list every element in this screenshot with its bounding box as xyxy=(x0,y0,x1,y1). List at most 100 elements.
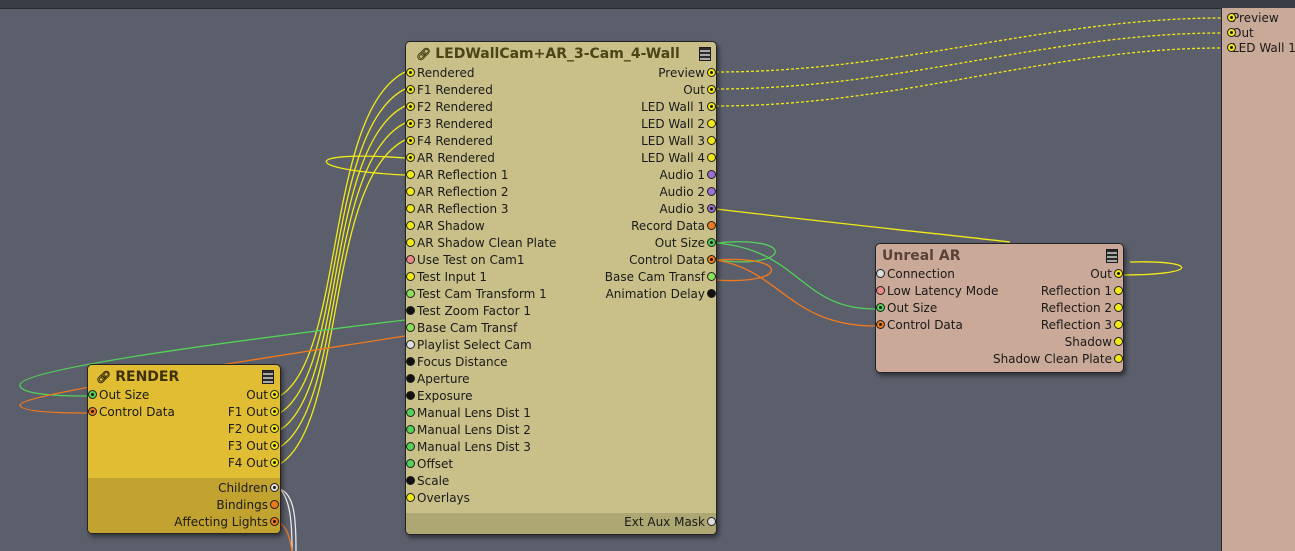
input-low-latency-mode: Low Latency Mode xyxy=(876,283,1007,300)
port-led-wall-1[interactable] xyxy=(707,102,716,111)
port-label: Record Data xyxy=(631,219,705,233)
port-manual-lens-dist-1[interactable] xyxy=(406,408,415,417)
port-affecting-lights[interactable] xyxy=(270,517,279,526)
port-f2-rendered[interactable] xyxy=(406,102,415,111)
port-base-cam-transf[interactable] xyxy=(406,323,415,332)
top-bar xyxy=(0,0,1295,9)
port-control-data[interactable] xyxy=(707,255,716,264)
port-out[interactable] xyxy=(707,85,716,94)
port-animation-delay[interactable] xyxy=(707,289,716,298)
hamburger-menu-icon[interactable] xyxy=(699,47,711,61)
port-ar-shadow[interactable] xyxy=(406,221,415,230)
port-audio-1[interactable] xyxy=(707,170,716,179)
port-label: Base Cam Transf xyxy=(417,321,518,335)
port-out[interactable] xyxy=(1227,28,1236,37)
port-control-data[interactable] xyxy=(876,320,885,329)
port-label: Control Data xyxy=(99,405,175,419)
hamburger-menu-icon[interactable] xyxy=(1106,249,1118,263)
port-label: Overlays xyxy=(417,491,470,505)
port-record-data[interactable] xyxy=(707,221,716,230)
port-label: Out xyxy=(1232,26,1254,40)
port-shadow[interactable] xyxy=(1114,337,1123,346)
port-label: LED Wall 3 xyxy=(641,134,705,148)
port-test-cam-transform-1[interactable] xyxy=(406,289,415,298)
port-led-wall-1[interactable] xyxy=(1227,43,1236,52)
port-out-size[interactable] xyxy=(876,303,885,312)
port-out-size[interactable] xyxy=(88,390,97,399)
port-f4-out[interactable] xyxy=(270,458,279,467)
output-control-data: Control Data xyxy=(556,252,716,269)
port-label: Affecting Lights xyxy=(174,515,268,529)
port-rendered[interactable] xyxy=(406,68,415,77)
port-out-size[interactable] xyxy=(707,238,716,247)
port-f1-rendered[interactable] xyxy=(406,85,415,94)
port-overlays[interactable] xyxy=(406,493,415,502)
port-ar-reflection-1[interactable] xyxy=(406,170,415,179)
port-use-test-on-cam1[interactable] xyxy=(406,255,415,264)
input-ar-shadow-clean-plate: AR Shadow Clean Plate xyxy=(406,235,567,252)
port-ar-shadow-clean-plate[interactable] xyxy=(406,238,415,247)
port-label: F1 Rendered xyxy=(417,83,493,97)
port-test-input-1[interactable] xyxy=(406,272,415,281)
input-ar-shadow: AR Shadow xyxy=(406,218,567,235)
port-bindings[interactable] xyxy=(270,500,279,509)
port-out[interactable] xyxy=(270,390,279,399)
output-children: Children xyxy=(148,480,279,497)
port-shadow-clean-plate[interactable] xyxy=(1114,354,1123,363)
port-control-data[interactable] xyxy=(88,407,97,416)
node-title-text: RENDER xyxy=(115,369,180,385)
port-led-wall-2[interactable] xyxy=(707,119,716,128)
port-reflection-3[interactable] xyxy=(1114,320,1123,329)
port-f1-out[interactable] xyxy=(270,407,279,416)
port-manual-lens-dist-3[interactable] xyxy=(406,442,415,451)
port-out[interactable] xyxy=(1114,269,1123,278)
port-manual-lens-dist-2[interactable] xyxy=(406,425,415,434)
port-ext-aux-mask[interactable] xyxy=(707,517,716,526)
port-led-wall-3[interactable] xyxy=(707,136,716,145)
port-ar-reflection-2[interactable] xyxy=(406,187,415,196)
port-f4-rendered[interactable] xyxy=(406,136,415,145)
link-icon: 🔗︎ xyxy=(416,47,432,61)
port-aperture[interactable] xyxy=(406,374,415,383)
port-low-latency-mode[interactable] xyxy=(876,286,885,295)
port-connection[interactable] xyxy=(876,269,885,278)
port-offset[interactable] xyxy=(406,459,415,468)
port-preview[interactable] xyxy=(1227,13,1236,22)
port-f2-out[interactable] xyxy=(270,424,279,433)
port-label: Audio 2 xyxy=(659,185,705,199)
port-ar-rendered[interactable] xyxy=(406,153,415,162)
port-reflection-2[interactable] xyxy=(1114,303,1123,312)
port-audio-2[interactable] xyxy=(707,187,716,196)
port-playlist-select-cam[interactable] xyxy=(406,340,415,349)
port-label: Animation Delay xyxy=(605,287,705,301)
port-exposure[interactable] xyxy=(406,391,415,400)
input-base-cam-transf: Base Cam Transf xyxy=(406,320,567,337)
input-offset: Offset xyxy=(406,456,567,473)
port-reflection-1[interactable] xyxy=(1114,286,1123,295)
port-focus-distance[interactable] xyxy=(406,357,415,366)
port-test-zoom-factor-1[interactable] xyxy=(406,306,415,315)
port-base-cam-transf[interactable] xyxy=(707,272,716,281)
port-preview[interactable] xyxy=(707,68,716,77)
port-led-wall-4[interactable] xyxy=(707,153,716,162)
input-f4-rendered: F4 Rendered xyxy=(406,133,567,150)
node-footer xyxy=(406,513,716,534)
port-audio-3[interactable] xyxy=(707,204,716,213)
wire-led-to-unreal-control xyxy=(715,259,876,327)
input-playlist-select-cam: Playlist Select Cam xyxy=(406,337,567,354)
port-label: Out Size xyxy=(654,236,705,250)
port-label: Reflection 2 xyxy=(1040,301,1112,315)
hamburger-menu-icon[interactable] xyxy=(262,370,274,384)
port-label: AR Shadow Clean Plate xyxy=(417,236,557,250)
port-ar-reflection-3[interactable] xyxy=(406,204,415,213)
port-f3-rendered[interactable] xyxy=(406,119,415,128)
port-label: Shadow xyxy=(1064,335,1112,349)
input-manual-lens-dist-1: Manual Lens Dist 1 xyxy=(406,405,567,422)
port-children[interactable] xyxy=(270,483,279,492)
port-label: Base Cam Transf xyxy=(604,270,705,284)
port-scale[interactable] xyxy=(406,476,415,485)
port-f3-out[interactable] xyxy=(270,441,279,450)
